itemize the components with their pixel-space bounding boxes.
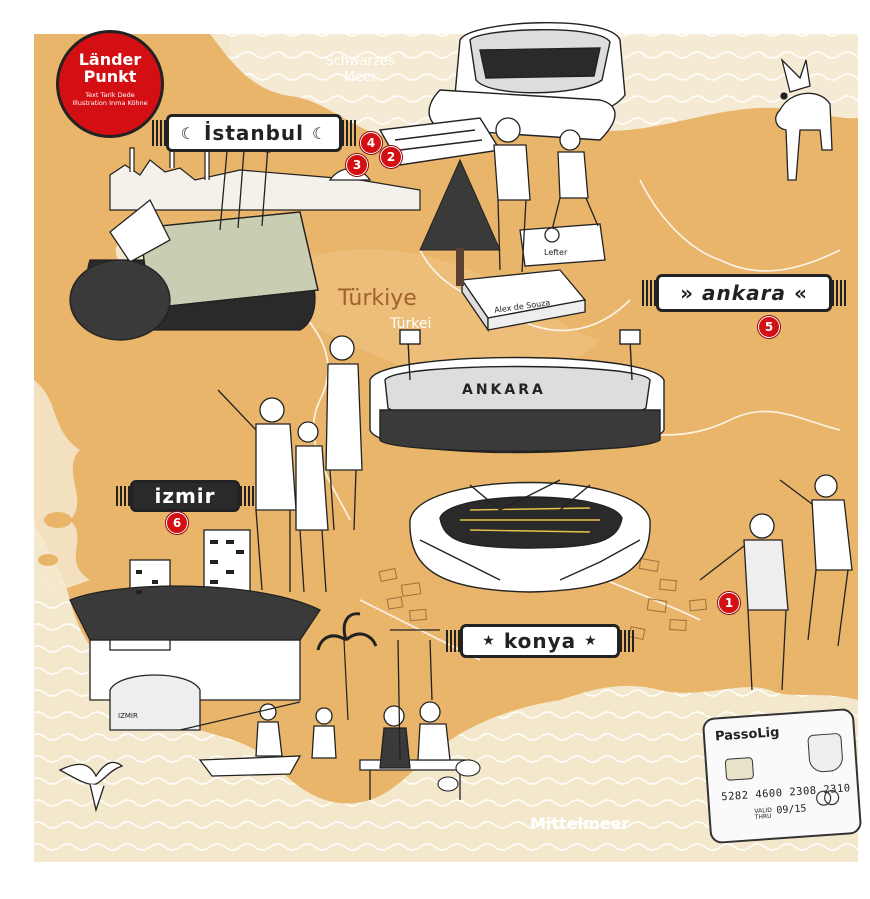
country-label-german: Türkei <box>390 316 432 332</box>
island <box>38 554 58 566</box>
badge-credit-text: Text Tarik Dede <box>85 91 135 99</box>
star-icon: ★ <box>482 633 496 649</box>
donkey-illustration <box>775 57 833 181</box>
country-label-native: Türkiye <box>338 286 417 311</box>
istanbul-stadium-illustration <box>69 133 319 341</box>
card-brand: PassoLig <box>714 725 780 745</box>
card-network-icon <box>816 789 840 806</box>
laenderpunkt-badge: Länder Punkt Text Tarik Dede Illustratio… <box>56 30 164 138</box>
ankara-stadium-sign: ANKARA <box>462 382 546 398</box>
palm-tree <box>316 612 378 721</box>
marker-3[interactable]: 3 <box>346 154 368 176</box>
scarf-konya: ★ konya ★ <box>446 624 634 658</box>
scarf-fringe-left <box>152 120 166 146</box>
scarf-istanbul: ☾ İstanbul ☾ <box>152 114 356 152</box>
scarf-fringe-left <box>446 630 460 652</box>
ferry-label: IZMIR <box>118 712 138 720</box>
scarf-fringe-left <box>642 280 656 306</box>
fishing-boat-illustration <box>179 701 337 777</box>
ankara-stadium-illustration <box>369 329 665 454</box>
izmir-city-illustration <box>69 529 321 731</box>
scarf-fringe-left <box>116 486 130 506</box>
marker-2[interactable]: 2 <box>380 146 402 168</box>
scarf-fringe-right <box>620 630 634 652</box>
island <box>92 555 108 565</box>
passolig-card: PassoLig 5282 4600 2308 2310 VALID THRU … <box>701 707 863 845</box>
chevron-right-icon: » <box>680 281 695 305</box>
bench-scene-illustration <box>359 629 471 800</box>
scarf-fringe-right <box>832 280 846 306</box>
scarf-izmir-label: izmir <box>154 484 216 508</box>
marker-6[interactable]: 6 <box>166 512 188 534</box>
player-statues <box>460 117 606 333</box>
pine-tree <box>419 158 501 286</box>
stadium-top-illustration <box>378 22 626 166</box>
club-crest-icon <box>807 732 844 774</box>
sea-label-north: Schwarzes Meer <box>325 54 395 85</box>
fans-right-illustration <box>699 474 853 691</box>
building-windows <box>136 540 244 594</box>
card-valid-label: VALID THRU <box>754 806 773 821</box>
scarf-konya-label: konya <box>503 629 577 653</box>
pigeons <box>437 759 481 792</box>
badge-title-line1: Länder <box>78 50 142 69</box>
marker-4[interactable]: 4 <box>360 132 382 154</box>
scarf-fringe-right <box>240 486 254 506</box>
chevron-left-icon: « <box>793 281 808 305</box>
marker-1[interactable]: 1 <box>718 592 740 614</box>
scarf-ankara-label: ankara <box>702 281 786 305</box>
statue-label-lefter: Lefter <box>544 248 568 257</box>
seagull-illustration <box>58 761 124 813</box>
konya-stadium-illustration <box>409 479 651 593</box>
aegean-coast <box>34 380 90 600</box>
card-valid-date: 09/15 <box>776 803 807 817</box>
star-icon: ★ <box>584 633 598 649</box>
scarf-izmir: izmir <box>116 480 254 512</box>
island <box>44 512 72 528</box>
field-plots <box>378 557 708 640</box>
crescent-icon: ☾ <box>180 123 196 143</box>
scarf-ankara: » ankara « <box>642 274 846 312</box>
badge-title-line2: Punkt <box>83 67 137 86</box>
crescent-icon: ☾ <box>312 123 328 143</box>
scarf-istanbul-label: İstanbul <box>203 121 305 145</box>
fans-illustration <box>217 335 363 593</box>
land-shading <box>300 249 600 384</box>
chip-icon <box>724 757 755 781</box>
sea-label-south: Mittelmeer <box>530 814 630 833</box>
badge-credit-illustration: Illustration Inma Köhne <box>72 99 148 107</box>
scarf-fringe-right <box>342 120 356 146</box>
marker-5[interactable]: 5 <box>758 316 780 338</box>
